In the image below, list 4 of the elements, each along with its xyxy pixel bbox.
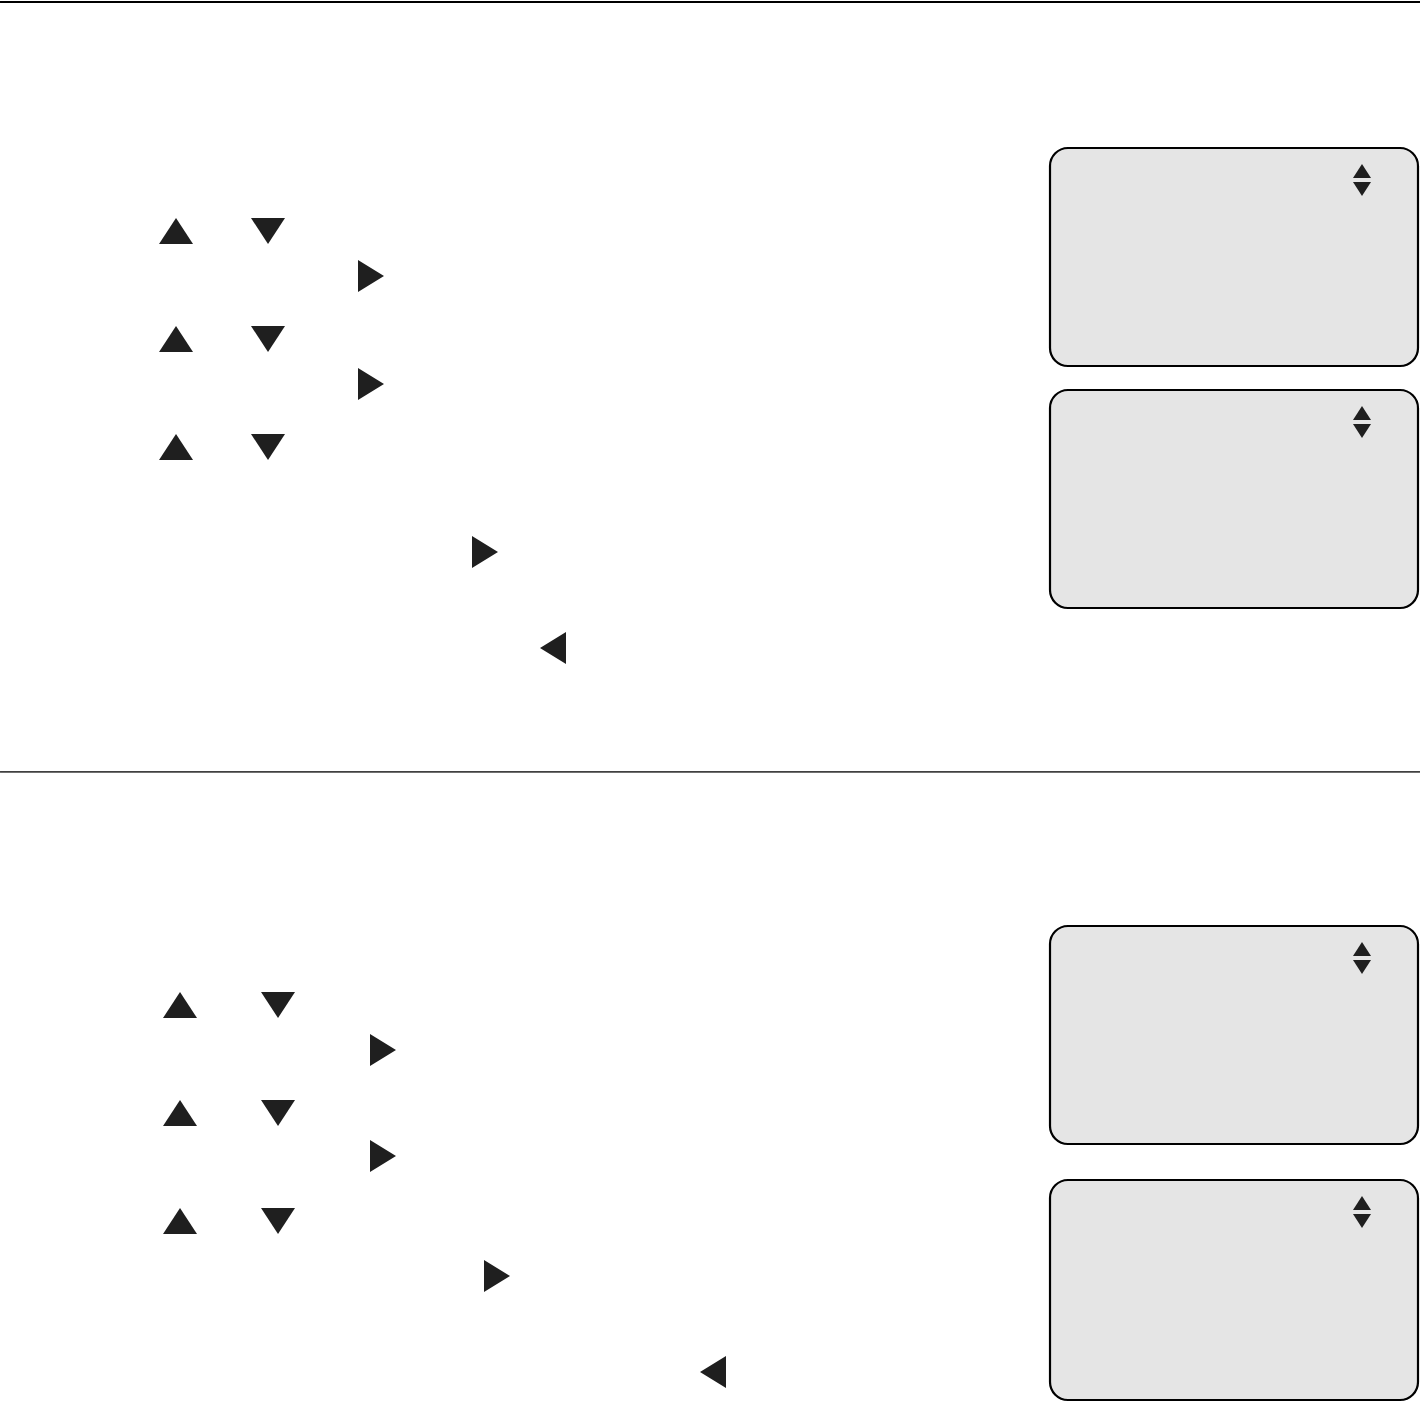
screen-display — [1048, 146, 1420, 368]
screen-display — [1048, 388, 1420, 610]
screen-display — [1048, 1178, 1420, 1402]
screen-display — [1048, 924, 1420, 1146]
